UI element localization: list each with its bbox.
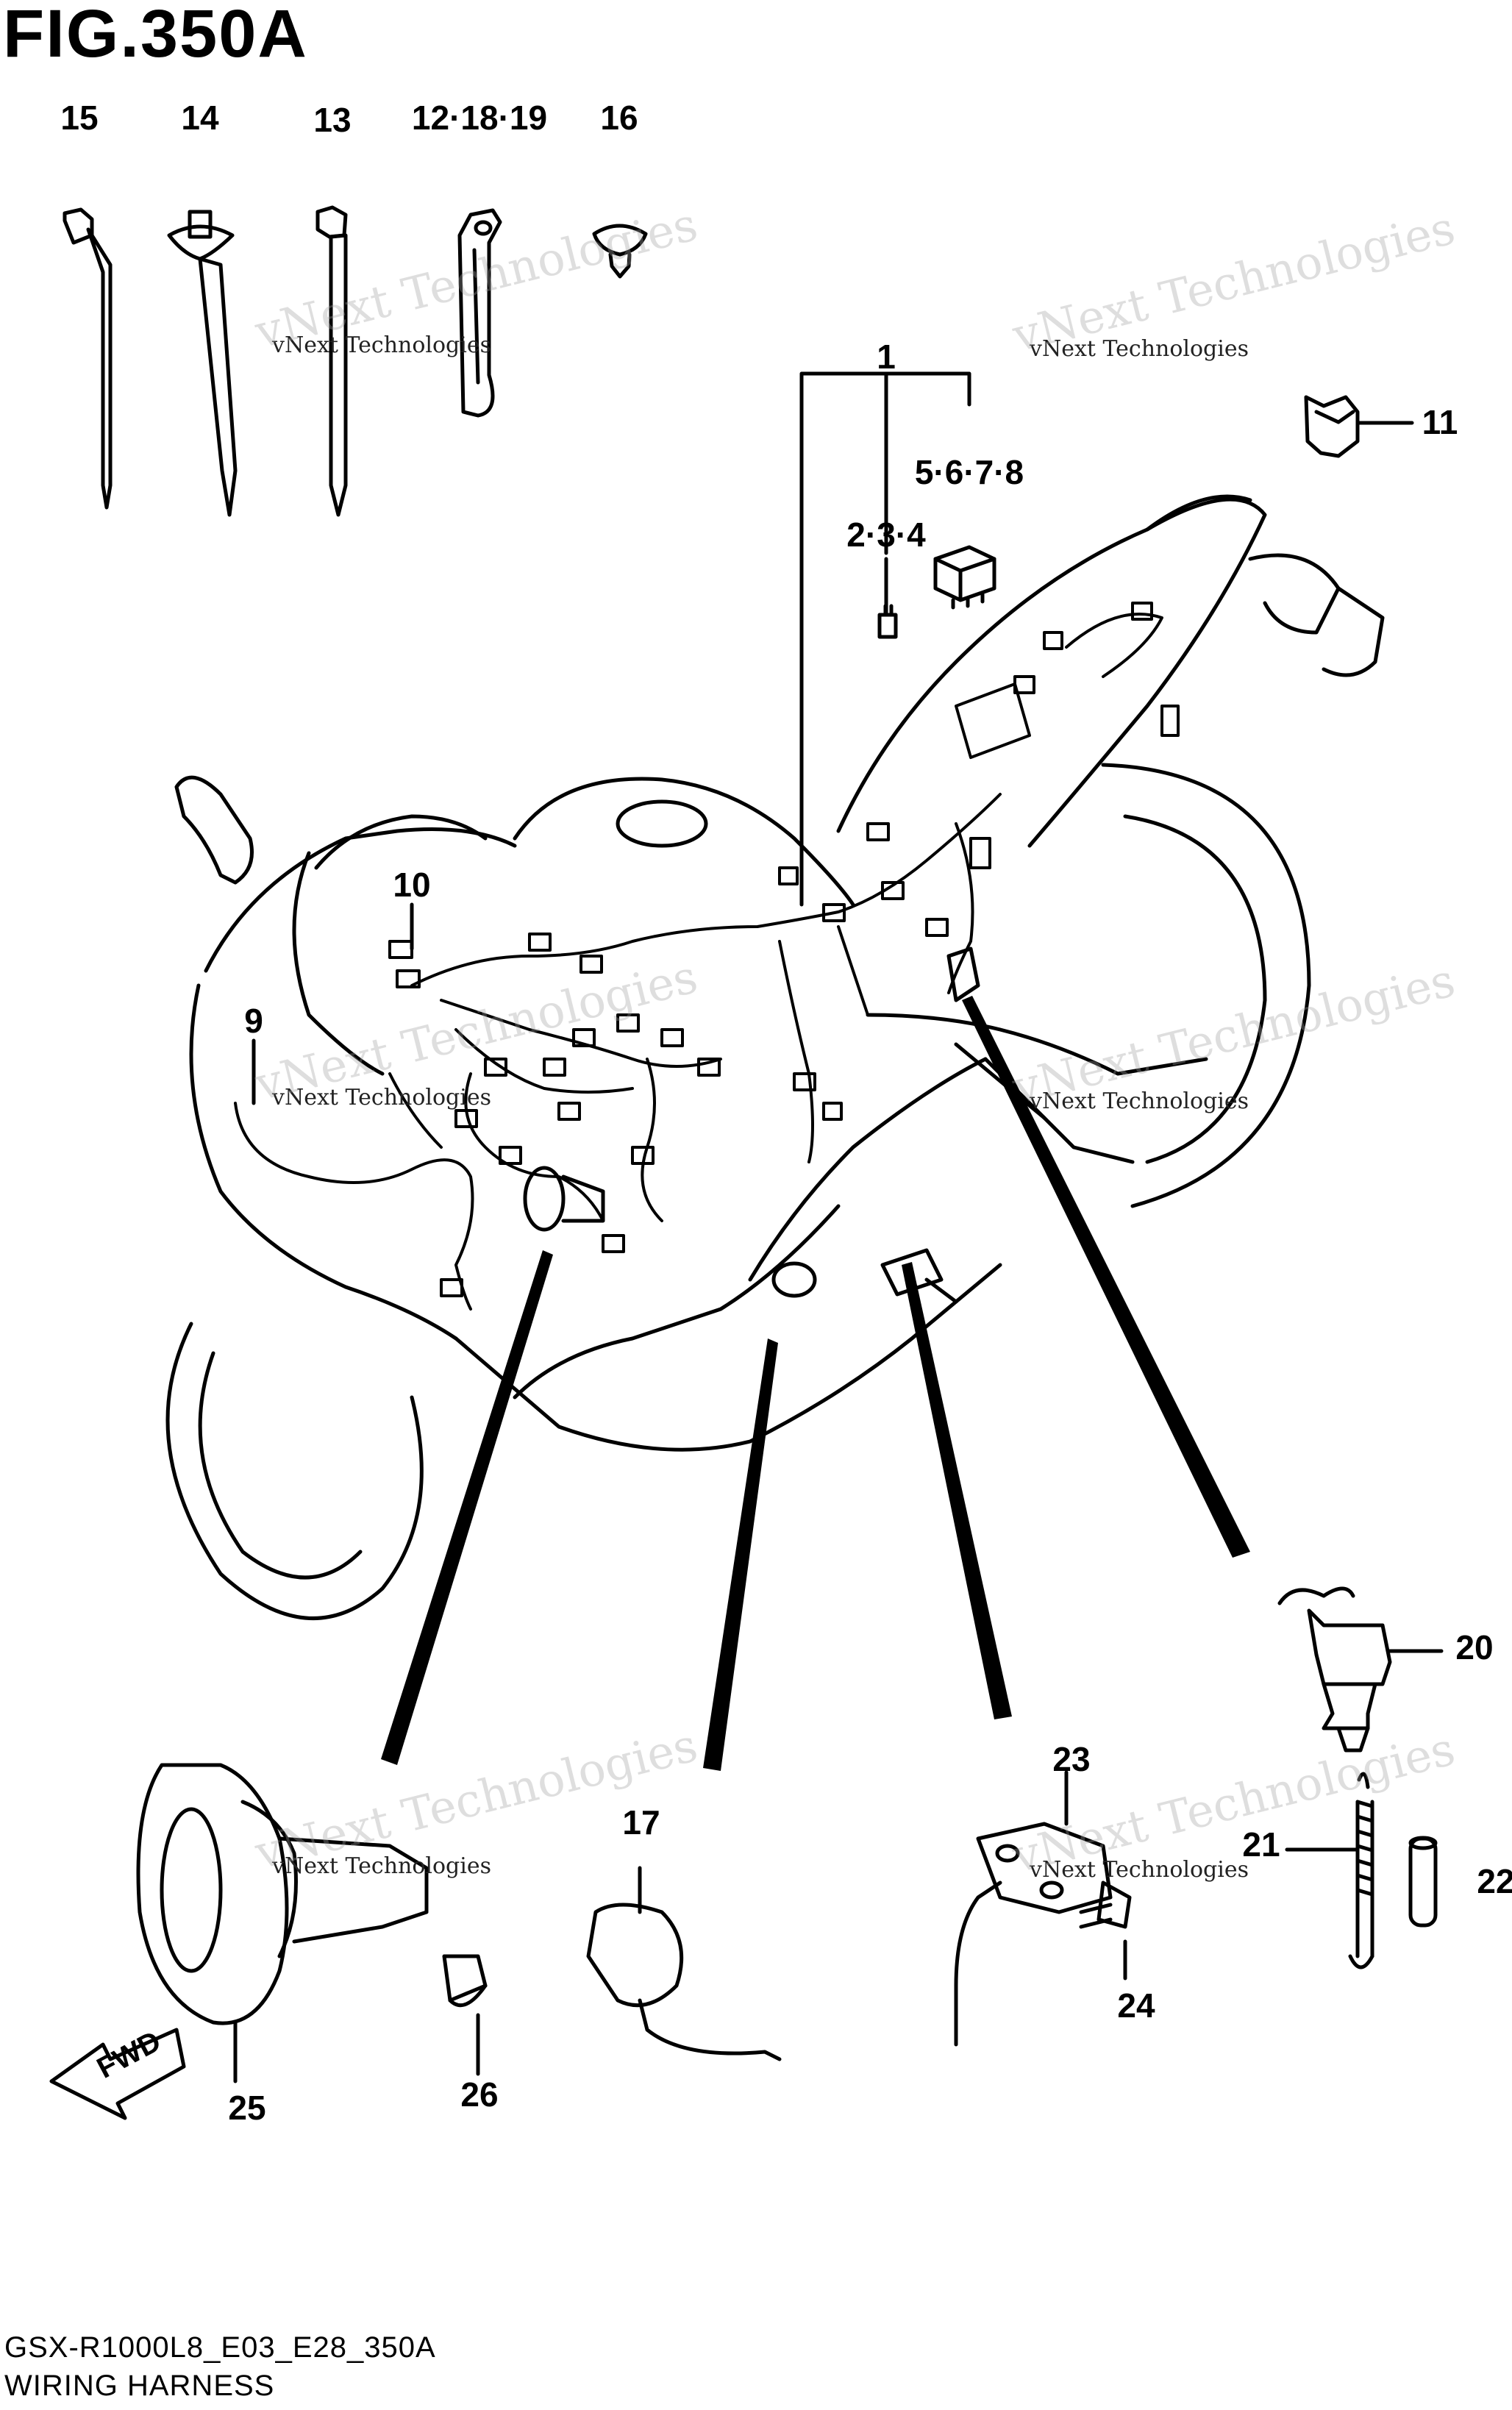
callout-10: 10 bbox=[393, 866, 431, 904]
callout-15: 15 bbox=[60, 99, 99, 137]
callout-24: 24 bbox=[1117, 1986, 1155, 2025]
callout-9: 9 bbox=[244, 1002, 263, 1040]
strap-12-18-19 bbox=[457, 208, 502, 418]
bolt-24 bbox=[1079, 1880, 1132, 1981]
callout-23: 23 bbox=[1052, 1740, 1091, 1778]
callout-16: 16 bbox=[600, 99, 638, 137]
bolt-26 bbox=[442, 1954, 488, 2076]
switch-on-bike bbox=[880, 1248, 958, 1304]
cable-tie-15 bbox=[63, 207, 113, 510]
horn-on-bike bbox=[523, 1166, 605, 1232]
callout-17: 17 bbox=[622, 1803, 660, 1842]
callout-20: 20 bbox=[1455, 1628, 1494, 1666]
callout-26: 26 bbox=[460, 2075, 499, 2114]
relay-5-6-7-8 bbox=[933, 545, 996, 610]
tail-connector bbox=[946, 946, 980, 1002]
callout-13: 13 bbox=[313, 101, 352, 139]
sensor-17 bbox=[586, 1866, 782, 2061]
switch-20 bbox=[1277, 1586, 1444, 1753]
fwd-arrow bbox=[49, 2028, 186, 2120]
switch-23 bbox=[954, 1770, 1113, 2047]
callout-14: 14 bbox=[181, 99, 219, 137]
wiring-harness-10 bbox=[234, 602, 1180, 1311]
callout-5-6-7-8: 5·6·7·8 bbox=[914, 453, 1024, 491]
spring-21 bbox=[1285, 1772, 1374, 1969]
model-code: GSX-R1000L8_E03_E28_350A bbox=[4, 2331, 436, 2364]
fuse-2-3-4 bbox=[877, 557, 898, 639]
callout-12-18-19: 12·18·19 bbox=[411, 99, 548, 137]
holder-11 bbox=[1304, 395, 1414, 458]
callout-11: 11 bbox=[1422, 403, 1458, 441]
cable-tie-13 bbox=[315, 205, 348, 517]
pin-22 bbox=[1408, 1836, 1438, 1928]
callout-25: 25 bbox=[228, 2089, 266, 2127]
diagram-caption: WIRING HARNESS bbox=[4, 2370, 275, 2402]
callout-22: 22 bbox=[1477, 1862, 1512, 1900]
motorcycle-outline bbox=[165, 494, 1385, 1620]
sensor-on-bike bbox=[771, 1261, 817, 1298]
callout-2-3-4: 2·3·4 bbox=[846, 516, 926, 554]
callout-1: 1 bbox=[877, 338, 896, 376]
clamp-14 bbox=[167, 210, 238, 517]
leader-wedges bbox=[381, 996, 1250, 1771]
horn-25 bbox=[136, 1763, 429, 2083]
figure-title: FIG.350A bbox=[3, 0, 308, 71]
push-clip-16 bbox=[592, 224, 648, 279]
callout-21: 21 bbox=[1242, 1825, 1280, 1864]
